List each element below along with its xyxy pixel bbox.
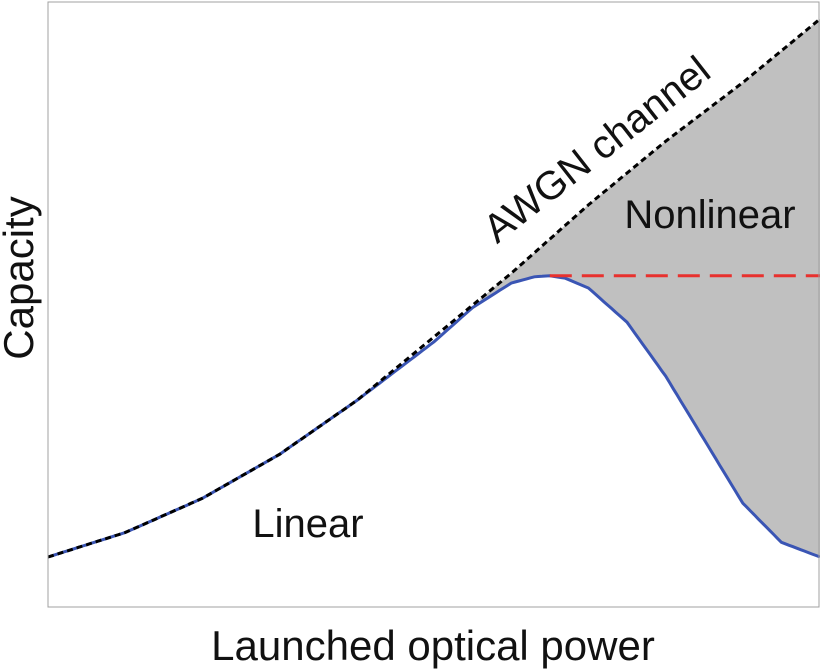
y-axis-title: Capacity [0, 196, 42, 359]
x-axis-title: Launched optical power [211, 622, 655, 669]
annotation-nonlinear: Nonlinear [624, 193, 795, 237]
plot-frame [47, 1, 820, 608]
series-line-awgn-channel [47, 17, 820, 559]
series-line-capacity [47, 274, 820, 559]
annotation-linear: Linear [252, 502, 363, 546]
nonlinear-shaded-region [480, 19, 820, 557]
